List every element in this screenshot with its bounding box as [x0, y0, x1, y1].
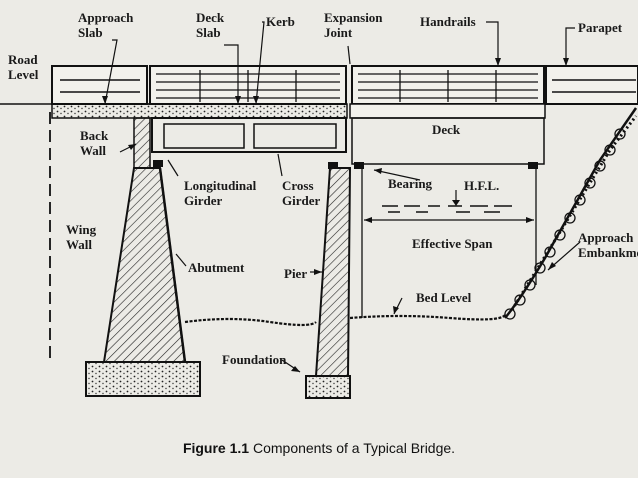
bearing-3	[354, 162, 364, 169]
label-effective-span: Effective Span	[412, 236, 493, 251]
parapet	[545, 65, 638, 105]
label-longitudinal-girder: Longitudinal Girder	[184, 178, 257, 208]
label-back-wall: Back Wall	[80, 128, 109, 158]
pier-foundation	[305, 375, 351, 399]
bed-level	[184, 314, 506, 327]
label-bed-level: Bed Level	[416, 290, 472, 305]
label-hfl: H.F.L.	[464, 178, 500, 193]
label-abutment: Abutment	[188, 260, 245, 275]
bearing-2	[328, 162, 338, 169]
label-parapet: Parapet	[578, 20, 623, 35]
hfl-water-marks	[382, 205, 512, 213]
label-kerb: Kerb	[266, 14, 295, 29]
figure-caption: Figure 1.1 Components of a Typical Bridg…	[0, 440, 638, 456]
cross-girder	[253, 123, 337, 149]
label-wing-wall: Wing Wall	[66, 222, 97, 252]
caption-text: Components of a Typical Bridge.	[252, 440, 456, 456]
deck	[349, 103, 546, 119]
bearing-1	[153, 160, 163, 167]
label-bearing: Bearing	[388, 176, 433, 191]
label-road-level: Road Level	[8, 52, 39, 82]
label-expansion-joint: Expansion Joint	[324, 10, 383, 40]
label-approach-embankment: Approach Embankment	[578, 230, 638, 260]
back-wall	[133, 117, 151, 169]
label-deck-slab: Deck Slab	[196, 10, 225, 40]
label-handrails: Handrails	[420, 14, 476, 29]
caption-number: Figure 1.1	[182, 440, 250, 456]
label-cross-girder: Cross Girder	[282, 178, 321, 208]
label-approach-slab: Approach Slab	[78, 10, 134, 40]
bearing-4	[528, 162, 538, 169]
label-foundation: Foundation	[222, 352, 287, 367]
longitudinal-girder	[151, 117, 347, 153]
approach-rail	[51, 65, 148, 105]
abutment-foundation	[85, 361, 201, 397]
label-deck: Deck	[432, 122, 461, 137]
deck-slab	[51, 103, 348, 119]
label-pier: Pier	[284, 266, 308, 281]
